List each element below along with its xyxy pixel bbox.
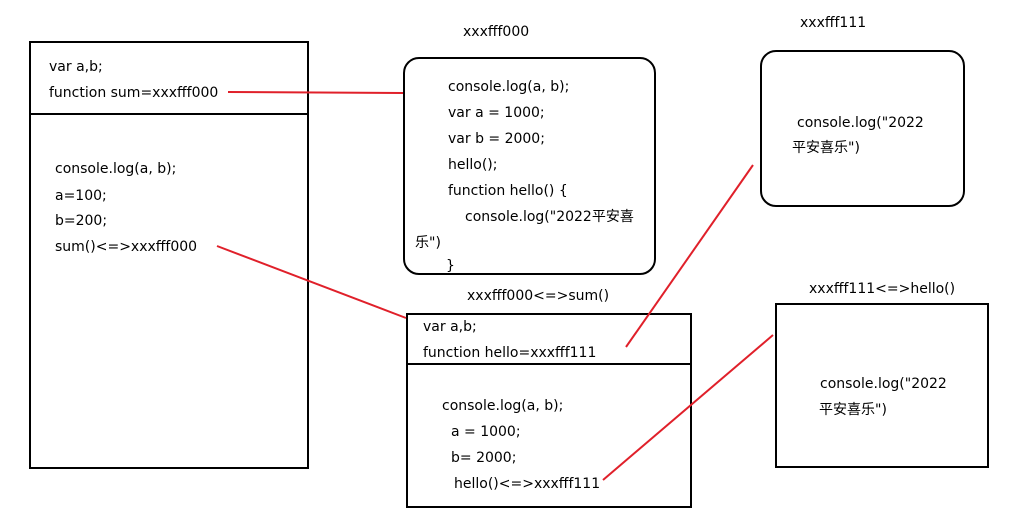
global-scope-divider: [29, 113, 309, 115]
heap-sum-code-line: }: [446, 258, 455, 274]
global-code-line: a=100;: [55, 188, 107, 204]
hello-scope-box: [775, 303, 989, 468]
sum-code-line: console.log(a, b);: [442, 398, 564, 414]
heap-sum-code-line: var a = 1000;: [448, 105, 545, 121]
sum-scope-divider: [406, 363, 692, 365]
global-func-decl: function sum=xxxfff000: [49, 85, 219, 101]
sum-code-line: b= 2000;: [451, 450, 517, 466]
link-sum-decl-to-heap: [227, 91, 404, 94]
global-code-line: sum()<=>xxxfff000: [55, 239, 198, 255]
global-vars: var a,b;: [49, 59, 103, 75]
heap-hello-box: [760, 50, 965, 207]
hello-code-line: 平安喜乐"): [819, 402, 887, 418]
heap-sum-code-line: var b = 2000;: [448, 131, 545, 147]
heap-sum-code-line: console.log(a, b);: [448, 79, 570, 95]
link-sum-call-to-scope: [216, 245, 407, 319]
global-code-line: b=200;: [55, 213, 108, 229]
heap-sum-code-line: hello();: [448, 157, 498, 173]
heap-hello-code-line: console.log("2022: [797, 115, 924, 131]
sum-code-line: a = 1000;: [451, 424, 521, 440]
sum-scope-box: [406, 313, 692, 508]
heap-hello-address: xxxfff111: [800, 15, 867, 31]
heap-sum-code-line: console.log("2022平安喜: [465, 209, 634, 225]
link-hello-call-to-scope: [602, 334, 774, 481]
heap-sum-code-line: 乐"): [415, 235, 441, 251]
sum-scope-title: xxxfff000<=>sum(): [467, 288, 610, 304]
sum-code-line: hello()<=>xxxfff111: [454, 476, 601, 492]
sum-func-decl: function hello=xxxfff111: [423, 345, 597, 361]
sum-vars: var a,b;: [423, 319, 477, 335]
heap-sum-box: [403, 57, 656, 275]
heap-sum-code-line: function hello() {: [448, 183, 568, 199]
global-scope-box: [29, 41, 309, 469]
heap-hello-code-line: 平安喜乐"): [792, 140, 860, 156]
link-hello-decl-to-heap: [625, 164, 754, 348]
global-code-line: console.log(a, b);: [55, 161, 177, 177]
hello-scope-title: xxxfff111<=>hello(): [809, 281, 956, 297]
hello-code-line: console.log("2022: [820, 376, 947, 392]
heap-sum-address: xxxfff000: [463, 24, 530, 40]
